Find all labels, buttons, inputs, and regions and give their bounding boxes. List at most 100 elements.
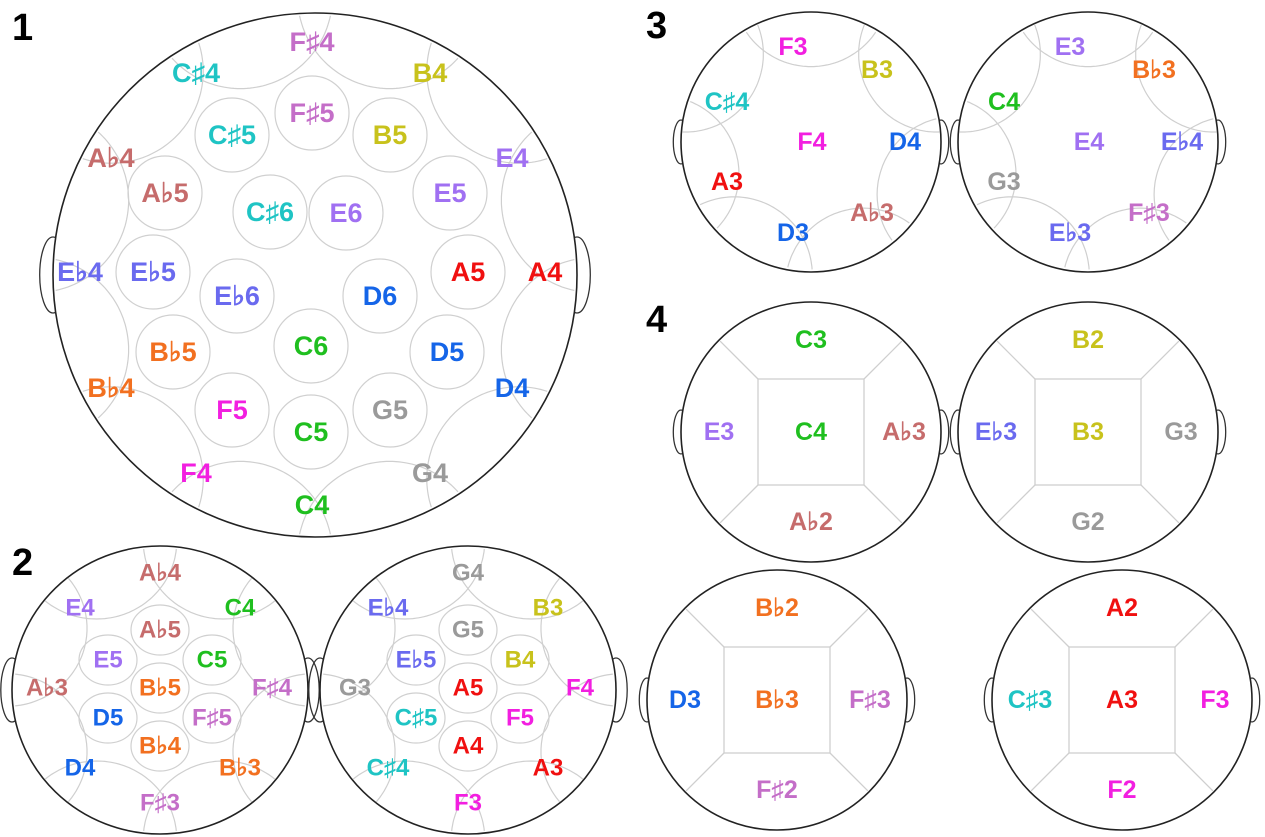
petal-arc bbox=[966, 101, 1017, 229]
note-label: B♭5 bbox=[149, 337, 196, 367]
note-label: A♭2 bbox=[789, 508, 833, 536]
petal-boundaries bbox=[682, 24, 940, 270]
note-label: B♭3 bbox=[219, 755, 261, 782]
note-label: B2 bbox=[1072, 326, 1104, 354]
note-label: C♯4 bbox=[172, 58, 220, 88]
petal-arc bbox=[699, 196, 813, 270]
note-label: E5 bbox=[433, 178, 466, 208]
petal-arc bbox=[352, 760, 485, 831]
note-label: E5 bbox=[93, 647, 122, 674]
petal-arc bbox=[876, 118, 937, 241]
panel-number-1: 1 bbox=[12, 7, 33, 49]
inner-square bbox=[685, 608, 869, 792]
inner-square bbox=[1030, 608, 1214, 792]
inner-square bbox=[996, 340, 1180, 524]
note-label: F♯5 bbox=[289, 98, 334, 128]
electrode-ring bbox=[409, 314, 485, 390]
note-label: A3 bbox=[1106, 686, 1138, 714]
note-label: C♯6 bbox=[246, 197, 294, 227]
electrode-ring bbox=[115, 234, 191, 310]
note-label: G3 bbox=[987, 168, 1020, 196]
note-label: F4 bbox=[180, 458, 212, 488]
electrode-ring bbox=[352, 97, 428, 173]
petal-arc bbox=[451, 760, 584, 831]
electrode-ring bbox=[182, 692, 242, 744]
petal-arc bbox=[299, 15, 459, 90]
note-label: F♯5 bbox=[192, 705, 232, 732]
petal-arc bbox=[232, 577, 305, 707]
note-label: B♭2 bbox=[755, 594, 799, 622]
note-label: A2 bbox=[1106, 594, 1138, 622]
note-label: E♭5 bbox=[130, 257, 176, 287]
electrode-ring bbox=[232, 174, 308, 250]
electrode-ring bbox=[182, 634, 242, 686]
note-label: C♯4 bbox=[705, 88, 750, 116]
electrode-ring bbox=[438, 662, 498, 714]
note-label: B3 bbox=[861, 56, 893, 84]
electrode-ring bbox=[274, 75, 350, 151]
electrode-ring bbox=[308, 175, 384, 251]
electrode-ring bbox=[199, 258, 275, 334]
note-label: C♯5 bbox=[395, 705, 438, 732]
note-label: B♭4 bbox=[87, 373, 134, 403]
petal-arc bbox=[959, 24, 1041, 133]
note-label: C4 bbox=[988, 88, 1020, 116]
electrode-ring bbox=[342, 258, 418, 334]
note-label: F♯3 bbox=[1128, 199, 1170, 227]
head-outline bbox=[39, 12, 591, 538]
note-label: B5 bbox=[373, 120, 408, 150]
note-label: A4 bbox=[453, 733, 484, 760]
note-label: A♭4 bbox=[139, 560, 182, 587]
note-label: F4 bbox=[566, 675, 595, 702]
note-label: E♭6 bbox=[214, 281, 260, 311]
note-label: E3 bbox=[1055, 33, 1086, 61]
note-label: E♭3 bbox=[1049, 219, 1091, 247]
petal-arc bbox=[44, 760, 177, 831]
head-circle bbox=[52, 12, 578, 538]
electrode-ring bbox=[130, 720, 190, 772]
note-label: E♭4 bbox=[368, 595, 409, 622]
note-label: A3 bbox=[711, 168, 743, 196]
note-label: C5 bbox=[197, 647, 228, 674]
note-label: C5 bbox=[294, 417, 329, 447]
note-label: C3 bbox=[795, 326, 827, 354]
note-label: F♯3 bbox=[849, 686, 891, 714]
note-label: G5 bbox=[452, 617, 484, 644]
electrode-ring bbox=[135, 314, 211, 390]
note-label: A♭5 bbox=[139, 617, 181, 644]
note-label: D5 bbox=[93, 705, 124, 732]
head-outline bbox=[949, 11, 1227, 273]
note-label: G4 bbox=[452, 560, 485, 587]
note-label: B♭3 bbox=[1132, 56, 1176, 84]
note-label: F2 bbox=[1107, 776, 1136, 804]
note-label: G5 bbox=[372, 395, 408, 425]
petal-arc bbox=[426, 386, 548, 508]
note-label: A♭3 bbox=[850, 199, 894, 227]
note-label: C4 bbox=[795, 418, 827, 446]
petal-arc bbox=[451, 549, 584, 620]
petal-arc bbox=[682, 24, 764, 133]
petal-arc bbox=[44, 549, 177, 620]
note-label: F3 bbox=[1200, 686, 1229, 714]
electrode-ring bbox=[194, 97, 270, 173]
petal-arc bbox=[1064, 207, 1187, 268]
note-label: C4 bbox=[295, 490, 330, 520]
petal-arc bbox=[299, 460, 459, 535]
note-label: C♯5 bbox=[208, 120, 256, 150]
electrode-ring bbox=[130, 662, 190, 714]
note-label: B3 bbox=[533, 595, 564, 622]
petal-boundaries bbox=[15, 549, 305, 831]
note-label: A5 bbox=[451, 257, 486, 287]
petal-boundaries bbox=[959, 24, 1217, 270]
note-label: D3 bbox=[669, 686, 701, 714]
note-label: E♭4 bbox=[57, 257, 103, 287]
electrode-ring bbox=[352, 372, 428, 448]
note-label: F♯4 bbox=[289, 27, 334, 57]
electrode-ring bbox=[490, 692, 550, 744]
note-label: G3 bbox=[1164, 418, 1197, 446]
electrode-ring bbox=[438, 720, 498, 772]
note-label: E♭3 bbox=[975, 418, 1017, 446]
petal-arc bbox=[143, 760, 276, 831]
note-label: E3 bbox=[704, 418, 735, 446]
note-label: E4 bbox=[1074, 128, 1105, 156]
